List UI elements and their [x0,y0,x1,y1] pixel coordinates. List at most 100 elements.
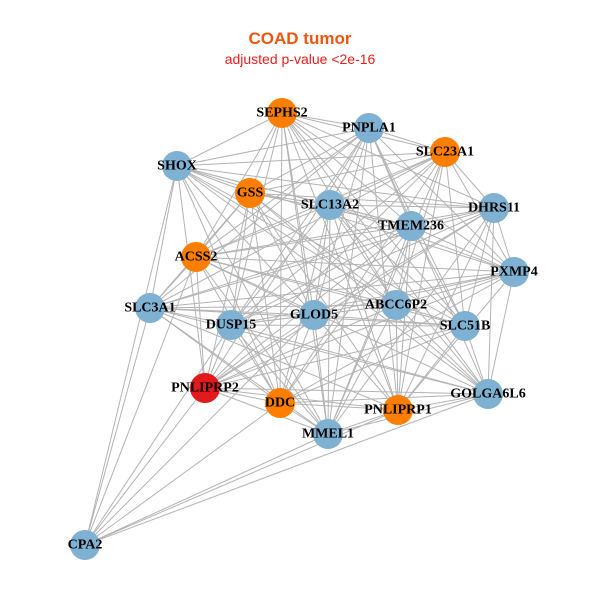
node-pnliprp2[interactable]: PNLIPRP2 [171,373,239,403]
edge-PNPLA1-SHOX [176,127,370,167]
node-dusp15[interactable]: DUSP15 [206,310,257,340]
edge-PNPLA1-GSS [249,127,370,194]
edge-PNLIPRP2-GOLGA6L6 [204,387,489,395]
node-acss2[interactable]: ACSS2 [175,242,218,272]
edge-SLC3A1-PNLIPRP1 [149,307,399,411]
node-shox[interactable]: SHOX [157,151,197,181]
edge-CPA2-SLC3A1 [84,307,151,546]
edge-SLC3A1-GOLGA6L6 [149,307,489,395]
node-circle[interactable] [381,290,411,320]
edge-SLC23A1-DDC [279,151,446,404]
node-circle[interactable] [315,190,345,220]
edge-TMEM236-SLC51B [410,225,466,327]
node-sephs2[interactable]: SEPHS2 [256,98,308,128]
node-ddc[interactable]: DDC [265,388,295,418]
node-pnliprp1[interactable]: PNLIPRP1 [364,395,432,425]
node-label: SEPHS2 [256,106,307,121]
edge-SLC13A2-DUSP15 [230,204,331,326]
edge-SLC13A2-GLOD5 [313,204,331,316]
node-glod5[interactable]: GLOD5 [290,300,338,330]
edge-DHRS11-PNLIPRP2 [204,207,495,389]
node-circle[interactable] [396,211,426,241]
node-tmem236[interactable]: TMEM236 [378,211,444,241]
edge-DHRS11-SLC3A1 [149,207,495,309]
node-circle[interactable] [162,151,192,181]
edge-GSS-GLOD5 [249,192,315,316]
node-abcc6p2[interactable]: ABCC6P2 [365,290,427,320]
node-pxmp4[interactable]: PXMP4 [490,257,538,287]
edge-GLOD5-PNLIPRP2 [204,314,315,389]
edge-CPA2-DUSP15 [84,324,232,546]
edge-CPA2-GLOD5 [84,314,315,546]
node-circle[interactable] [235,178,265,208]
edge-PNPLA1-PNLIPRP2 [204,127,370,389]
edge-DDC-PNLIPRP1 [279,402,399,411]
edge-SLC13A2-DHRS11 [329,204,495,209]
node-pnpla1[interactable]: PNPLA1 [342,113,396,143]
edge-DHRS11-ACSS2 [195,207,495,258]
node-circle[interactable] [430,137,460,167]
edge-CPA2-PNLIPRP2 [84,387,206,546]
edge-DHRS11-PNLIPRP1 [397,207,495,411]
node-slc51b[interactable]: SLC51B [440,311,491,341]
node-circle[interactable] [383,395,413,425]
node-circle[interactable] [190,373,220,403]
node-label: GSS [237,186,264,201]
edge-ACSS2-PXMP4 [195,256,515,273]
edge-SEPHS2-GOLGA6L6 [281,112,489,395]
node-dhrs11[interactable]: DHRS11 [468,193,520,223]
edge-SLC23A1-GSS [249,151,446,194]
node-circle[interactable] [181,242,211,272]
node-circle[interactable] [313,419,343,449]
node-circle[interactable] [135,293,165,323]
node-mmel1[interactable]: MMEL1 [302,419,354,449]
edge-CPA2-GOLGA6L6 [84,393,489,546]
node-label: DDC [265,396,295,411]
node-golga6l6[interactable]: GOLGA6L6 [450,379,526,409]
edge-SLC23A1-PNLIPRP2 [204,151,446,389]
chart-subtitle: adjusted p-value <2e-16 [224,51,376,67]
edge-SHOX-SLC3A1 [149,165,178,309]
node-circle[interactable] [450,311,480,341]
node-slc3a1[interactable]: SLC3A1 [124,293,176,323]
node-circle[interactable] [479,193,509,223]
node-label: GLOD5 [290,308,338,323]
edge-PXMP4-ABCC6P2 [395,271,515,306]
edge-GSS-GOLGA6L6 [249,192,489,395]
edge-SEPHS2-SHOX [176,112,283,167]
node-label: MMEL1 [302,427,354,442]
node-gss[interactable]: GSS [235,178,265,208]
edge-SLC23A1-SLC13A2 [329,151,446,206]
edge-SLC23A1-SLC51B [444,151,466,327]
edge-CPA2-ACSS2 [84,256,197,546]
edge-TMEM236-DUSP15 [230,225,412,326]
node-cpa2[interactable]: CPA2 [68,530,103,560]
edge-GSS-DHRS11 [249,192,495,209]
edges-layer [84,112,515,546]
edge-PXMP4-PNLIPRP2 [204,271,515,389]
edge-DHRS11-SLC51B [464,207,495,327]
edge-SLC23A1-SHOX [176,151,446,167]
node-label: CPA2 [68,538,103,553]
node-circle[interactable] [299,300,329,330]
node-slc23a1[interactable]: SLC23A1 [416,137,474,167]
edge-DHRS11-GOLGA6L6 [487,207,495,395]
node-circle[interactable] [70,530,100,560]
node-label: ACSS2 [175,250,218,265]
edge-PNPLA1-DUSP15 [230,127,370,326]
edge-SLC3A1-MMEL1 [149,307,329,435]
node-circle[interactable] [499,257,529,287]
edge-TMEM236-PNLIPRP1 [397,225,412,411]
edge-DHRS11-MMEL1 [327,207,495,435]
node-circle[interactable] [354,113,384,143]
node-circle[interactable] [216,310,246,340]
node-slc13a2[interactable]: SLC13A2 [301,190,359,220]
node-circle[interactable] [473,379,503,409]
node-circle[interactable] [265,388,295,418]
node-label: GOLGA6L6 [450,387,525,402]
edge-PXMP4-SLC3A1 [149,271,515,309]
node-label: PNPLA1 [342,121,396,136]
edge-CPA2-DDC [84,402,281,546]
edge-PXMP4-GOLGA6L6 [487,271,515,395]
node-circle[interactable] [267,98,297,128]
